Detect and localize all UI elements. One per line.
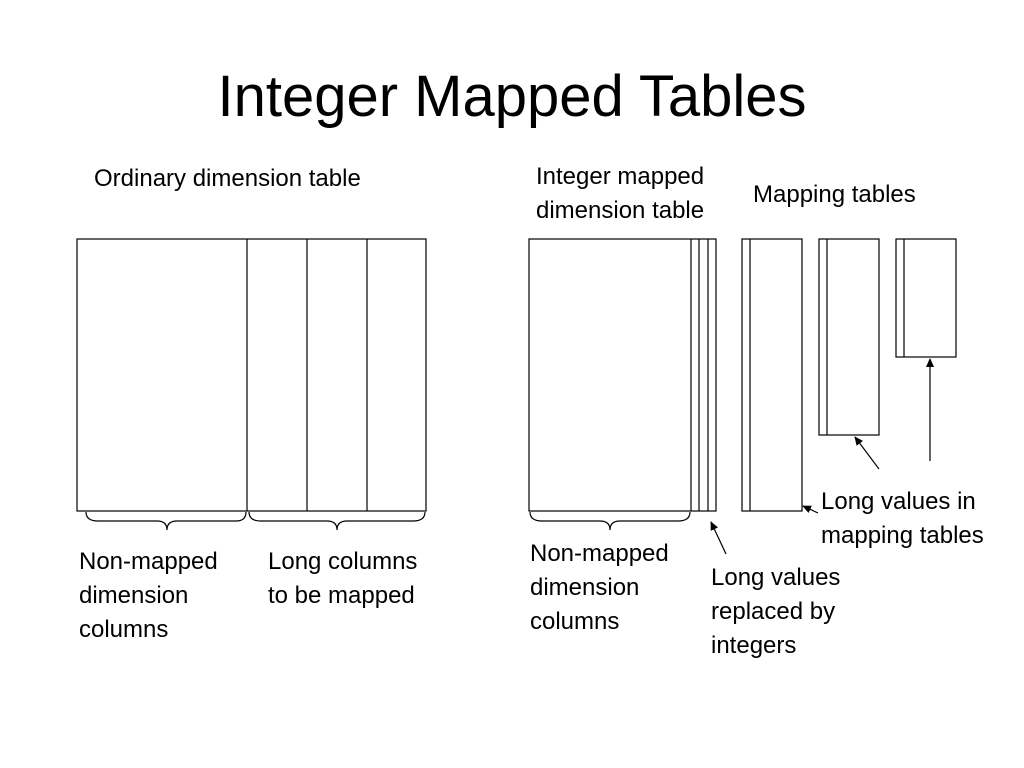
ordinary-table-heading: Ordinary dimension table (94, 165, 361, 192)
integer-table-heading-line: dimension table (536, 197, 705, 224)
mapping-table-1 (741, 238, 803, 512)
replaced-line: integers (711, 632, 797, 659)
ordinary-table-box (76, 238, 427, 512)
left-nonmapped-label: Non-mapped dimension columns (79, 545, 218, 647)
long-columns-brace (248, 511, 426, 531)
right-nonmapped-line: columns (530, 608, 620, 635)
right-nonmapped-line: Non-mapped (530, 540, 669, 567)
integer-table-heading-line: Integer mapped (536, 163, 705, 190)
mapping-table-3 (895, 238, 957, 358)
long-columns-label: Long columns to be mapped (268, 545, 417, 613)
mapping-values-line: Long values in (821, 488, 976, 515)
arrow-to-mapping-table-1 (802, 505, 819, 514)
mapping-values-label: Long values in mapping tables (821, 485, 984, 553)
right-nonmapped-line: dimension (530, 574, 640, 601)
nonmapped-brace (85, 511, 247, 531)
left-nonmapped-line: Non-mapped (79, 548, 218, 575)
replaced-line: replaced by (711, 598, 836, 625)
long-columns-line: to be mapped (268, 582, 415, 609)
long-columns-line: Long columns (268, 548, 418, 575)
replaced-line: Long values (711, 564, 841, 591)
slide-title: Integer Mapped Tables (217, 64, 807, 129)
integer-table-heading: Integer mapped dimension table (536, 160, 704, 228)
integer-table-box (528, 238, 717, 512)
mapping-table-2 (818, 238, 880, 436)
right-nonmapped-label: Non-mapped dimension columns (530, 537, 669, 639)
arrow-to-integers (710, 521, 727, 555)
mapping-values-line: mapping tables (821, 522, 984, 549)
left-nonmapped-line: dimension (79, 582, 189, 609)
mapping-tables-heading: Mapping tables (753, 181, 916, 208)
arrow-to-mapping-table-2 (854, 436, 880, 470)
replaced-by-integers-label: Long values replaced by integers (711, 561, 840, 663)
right-nonmapped-brace (529, 511, 691, 531)
left-nonmapped-line: columns (79, 616, 169, 643)
